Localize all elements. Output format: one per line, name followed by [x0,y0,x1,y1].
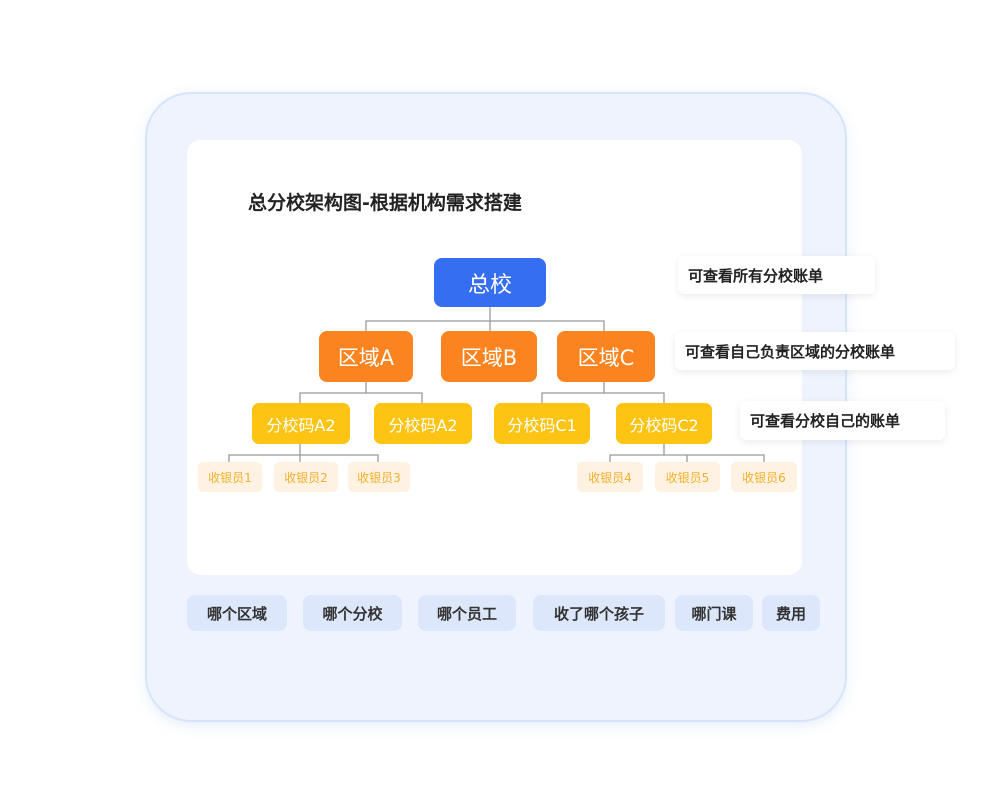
node-branch: 分校码C2 [616,403,712,444]
node-cashier: 收银员4 [577,462,643,492]
tag-branch: 哪个分校 [303,595,402,631]
node-cashier: 收银员3 [348,462,410,492]
connector-region-c [541,382,665,403]
annotation-region: 可查看自己负责区域的分校账单 [675,332,955,370]
node-branch: 分校码A2 [252,403,350,444]
tag-fee: 费用 [762,595,820,631]
tag-child: 收了哪个孩子 [533,595,665,631]
node-root: 总校 [434,258,546,307]
connector-region-a [299,382,423,403]
node-cashier: 收银员5 [655,462,720,492]
annotation-root: 可查看所有分校账单 [678,256,875,294]
node-region: 区域A [319,331,413,382]
tag-course: 哪门课 [675,595,753,631]
node-region: 区域C [557,331,655,382]
node-cashier: 收银员2 [274,462,338,492]
connector-branch-c [609,444,765,462]
node-branch: 分校码C1 [494,403,590,444]
diagram-title: 总分校架构图-根据机构需求搭建 [248,192,522,214]
node-cashier: 收银员1 [198,462,262,492]
node-cashier: 收银员6 [731,462,797,492]
connector-root [365,307,605,331]
tag-staff: 哪个员工 [418,595,516,631]
tag-region: 哪个区域 [187,595,287,631]
node-branch: 分校码A2 [374,403,472,444]
connector-branch-a [228,444,379,462]
annotation-branch: 可查看分校自己的账单 [740,401,945,440]
node-region: 区域B [441,331,537,382]
